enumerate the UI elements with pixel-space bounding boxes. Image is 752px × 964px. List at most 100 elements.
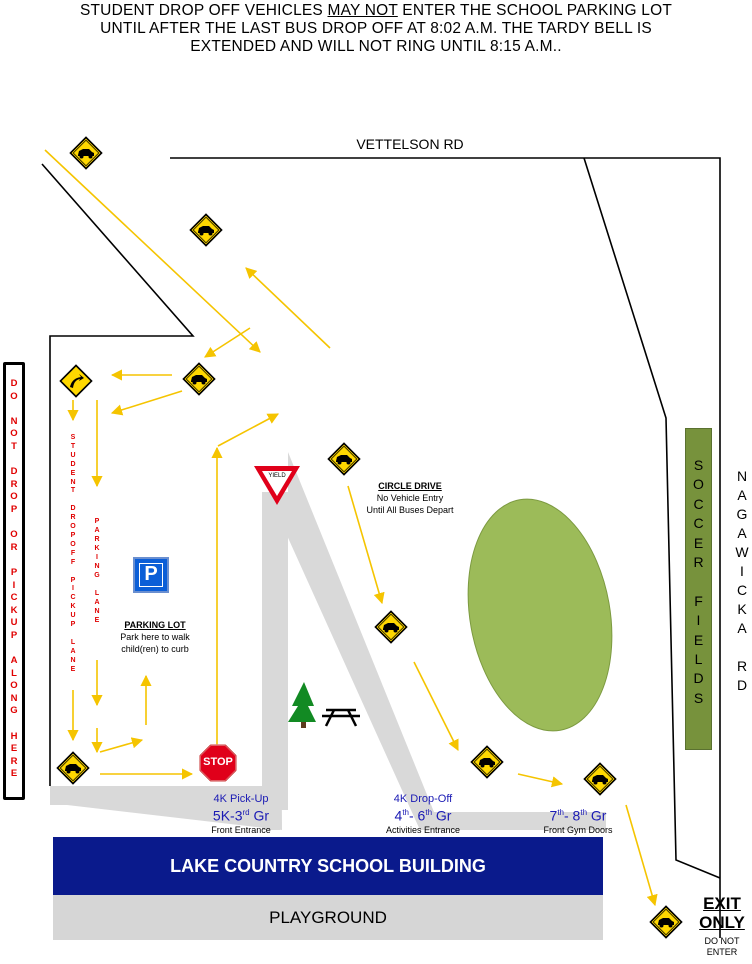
activities-dropoff-label: 4K Drop-Off 4th- 6th Gr Activities Entra… [372,793,474,836]
soccer-letter: S [693,689,704,706]
soccer-letter: S [693,457,704,473]
no-drop-letter: E [10,768,18,780]
no-drop-letter: D [10,466,18,478]
nagawicka-letter: A [737,620,747,636]
front-dropoff-grades: 5K-3rd Gr [212,807,270,824]
do-not-enter-line-1: DO NOT [704,936,740,946]
soccer-letter: R [693,554,704,571]
nagawicka-letter: K [737,601,747,617]
nagawicka-letter: A [737,487,747,503]
car-sign-1 [69,136,103,170]
student-lane-letter [72,496,74,505]
no-drop-letter: P [10,629,18,641]
no-drop-letter: R [10,755,18,767]
student-lane-letter: C [70,594,76,602]
parking-lane-letter: A [94,599,100,606]
student-lane-letter: F [70,558,76,566]
no-drop-letter: H [10,730,18,742]
car-sign-3 [182,362,216,396]
car-sign-5 [374,610,408,644]
car-sign-4 [327,442,361,476]
student-lane-letter [72,630,74,639]
circle-drive-label: CIRCLE DRIVE No Vehicle Entry Until All … [340,480,480,516]
nagawicka-letter [740,638,744,657]
no-drop-letter: E [10,743,18,755]
student-lane-letter: T [70,487,76,495]
car-sign-8 [56,751,90,785]
nagawicka-letter: D [736,677,748,693]
gym-dropoff-label: 7th- 8th Gr Front Gym Doors [528,805,628,836]
circle-drive-title: CIRCLE DRIVE [378,481,442,491]
nagawicka-letter: W [735,544,749,560]
parking-lot-title: PARKING LOT [124,620,186,630]
nagawicka-letter: C [736,582,748,598]
student-lane-letter: A [70,647,76,655]
parking-lane-letter: K [94,545,100,552]
soccer-letter: L [694,651,703,668]
yield-sign [254,466,300,505]
tree-icon [288,682,316,728]
student-lane-letter: R [70,514,76,522]
student-lane-letter: P [70,531,76,539]
traffic-arrows [44,149,658,907]
car-sign-6 [470,745,504,779]
front-walk [50,786,280,830]
soccer-letter: C [693,495,704,512]
parking-lane-letter: L [94,590,100,597]
no-drop-letter: T [11,440,17,452]
no-drop-letter: C [10,592,18,604]
no-drop-letter [13,454,16,467]
soccer-fields [685,428,712,750]
parking-lot-label: PARKING LOT Park here to walk child(ren)… [100,619,210,655]
student-lane-letter: O [70,523,76,531]
no-drop-letter: P [10,566,18,578]
student-lane-letter: D [70,505,76,513]
yield-sign-text: YIELD [268,473,286,479]
student-lane-letter: O [70,540,76,548]
student-lane-letter: E [70,665,76,673]
nagawicka-letter: I [740,563,744,579]
car-sign-7 [583,762,617,796]
field-oval [467,498,613,732]
student-lane-letter: L [70,638,76,646]
student-lane-letter: I [72,585,74,593]
student-lane-letter: S [70,434,76,441]
no-drop-letter: D [10,378,18,389]
no-drop-letter: G [10,705,18,717]
no-drop-letter: N [10,692,18,704]
notice-line-3: EXTENDED AND WILL NOT RING UNTIL 8:15 A.… [190,38,562,55]
parking-lane-letter: N [94,563,100,570]
student-lane-letter: E [70,469,76,477]
activities-dropoff-line-1: 4K Drop-Off [393,793,453,805]
playground: PLAYGROUND [53,895,603,940]
no-drop-letter: O [10,529,18,541]
exit-only-label: EXIT ONLY [692,894,752,932]
no-drop-zone-box [3,362,25,800]
soccer-letter: E [693,631,704,648]
circle-drive-line-1: No Vehicle Entry [376,493,444,503]
parking-lane-letter: A [94,527,100,534]
parking-sign-icon: P [133,557,169,593]
notice-line-2: UNTIL AFTER THE LAST BUS DROP OFF AT 8:0… [100,20,652,37]
parking-lot-line-2: child(ren) to curb [121,644,189,654]
student-lane-letter: N [70,656,76,664]
property-boundary [41,157,721,938]
front-entrance-label: Front Entrance [211,824,271,835]
no-drop-letter: U [10,617,18,629]
school-name: LAKE COUNTRY SCHOOL BUILDING [170,855,486,876]
student-lane-letter: U [70,451,76,459]
car-sign-9 [649,905,683,939]
parking-lane-letter [96,580,98,589]
student-lane-letter: P [70,576,76,584]
no-drop-letter: O [10,680,18,692]
curve-sign [59,364,93,398]
notice-line-1: STUDENT DROP OFF VEHICLES MAY NOT ENTER … [79,2,673,19]
student-lane-letter: K [70,603,76,611]
picnic-table-icon [322,708,360,727]
soccer-letter: C [693,515,704,532]
nagawicka-letter: A [737,525,747,541]
soccer-letter [697,572,701,591]
circle-drive-line-2: Until All Buses Depart [366,505,454,515]
